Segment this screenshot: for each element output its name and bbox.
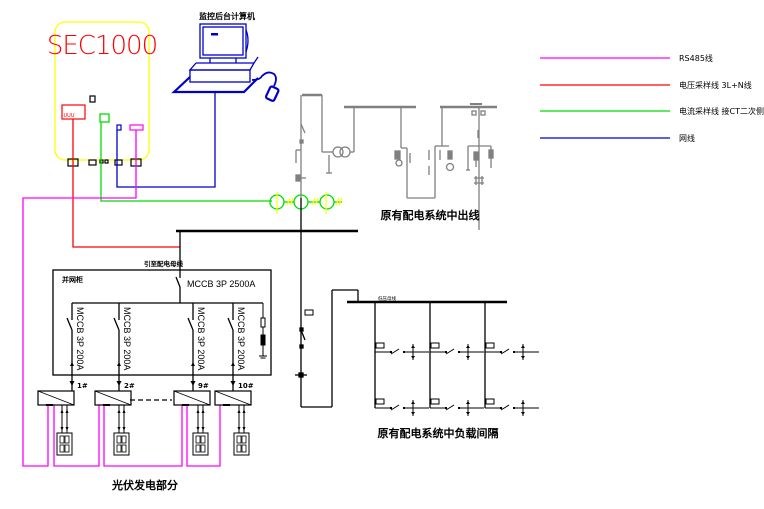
breaker-tag [375,398,385,405]
inverter-box [173,390,211,406]
legend-item-rs485: RS485线 [540,53,713,63]
pv-array-icon [113,432,130,456]
rs485-link-3[interactable] [186,405,221,467]
monitor-screen-outer [199,23,247,59]
screen-cursor-icon [211,33,218,36]
load-feeder[interactable] [484,302,539,416]
load-branch [485,398,539,416]
branch-breaker[interactable]: MCCB 3P 200A [227,303,246,385]
incoming-label: 引至配电母线 [144,259,184,268]
existing-outgoing-section [295,93,497,230]
svg-text:电压采样线 3L+N线: 电压采样线 3L+N线 [679,80,752,90]
inverter[interactable]: 10# [214,381,254,456]
breaker-tag [485,398,495,405]
grid-section-title: 原有配电系统中出线 [381,208,480,222]
legend-item-voltage: 电压采样线 3L+N线 [540,80,752,90]
svg-text:RS485线: RS485线 [679,53,713,63]
load-feeders [374,302,539,416]
branch-breaker-label: MCCB 3P 200A [236,307,246,370]
branch-breakers: MCCB 3P 200A MCCB 3P 200A MCCB 3P 200A MCCB… [66,303,246,385]
rs485-link-2[interactable] [103,405,183,467]
branch-breaker-label: MCCB 3P 200A [75,307,85,370]
load-branch [430,398,484,416]
breaker-tag [430,342,440,349]
legend: RS485线 电压采样线 3L+N线 电流采样线 接CT二次侧 网线 [540,53,764,143]
monitor-pc[interactable]: 监控后台计算机 [171,11,280,102]
inverters: 1# 2# 9# 10# [37,381,254,456]
signal-wiring [22,92,272,467]
pv-array-icon [233,432,250,456]
load-branch [485,342,539,360]
pv-section-title: 光伏发电部分 [111,478,178,492]
sec1000-controller[interactable]: SEC1000 ᑌᑌᑌ [47,21,158,167]
main-breaker-label: MCCB 3P 2500A [187,279,255,289]
breaker-tag [430,398,440,405]
surge-protector [259,303,267,359]
pc-case [189,69,251,83]
monitor-back [245,29,249,53]
network-cable[interactable] [116,92,216,188]
inverter-symbol-icon [173,390,211,406]
load-feeder[interactable] [429,302,484,416]
inverter-symbol-icon [37,390,75,406]
current-transformers [269,192,343,214]
load-branch [375,398,429,416]
breaker-tag [375,342,385,349]
keyboard-icon [171,76,259,94]
inverter-id: 10# [238,382,254,390]
load-branch [375,342,429,360]
cabinet-frame [52,269,272,376]
pv-array-icon [56,432,73,456]
branch-breaker-label: MCCB 3P 200A [122,307,132,370]
inverter-id: 9# [198,382,209,390]
inverter-box [94,390,132,406]
breaker-tag [485,342,495,349]
rs485-trunk[interactable] [22,130,137,467]
breaker-tag [304,309,314,316]
load-feeder[interactable] [374,302,429,416]
rs485-port [129,124,144,131]
legend-item-current: 电流采样线 接CT二次侧 [540,106,764,116]
svg-text:网线: 网线 [679,133,695,143]
distribution-lines [176,198,359,408]
inverter[interactable]: 9# [173,381,211,456]
current-terminal [99,113,110,123]
inverter-symbol-icon [214,390,252,406]
inverter[interactable]: 1# [37,381,88,456]
cabinet-label: 并网柜 [62,275,83,284]
inverter-box [37,390,75,406]
branch-breaker[interactable]: MCCB 3P 200A [187,303,206,385]
inverter-id: 1# [77,382,88,390]
ct-icon [319,194,335,210]
branch-breaker[interactable]: MCCB 3P 200A [66,303,85,385]
inverter-box [214,390,252,406]
voltage-sampling-line[interactable] [72,119,180,248]
branch-breaker-label: MCCB 3P 200A [196,307,206,370]
current-sampling-line[interactable] [100,122,272,202]
rs485-link-1[interactable] [53,405,100,467]
monitor-screen-inner [202,26,244,56]
mouse-cable [251,71,277,87]
controller-name: SEC1000 [47,31,157,61]
indicator-icon [89,95,96,103]
network-port [116,124,122,131]
monitor-pc-label: 监控后台计算机 [199,11,255,21]
branch-breaker[interactable]: MCCB 3P 200A [113,303,132,385]
legend-item-network: 网线 [540,133,695,143]
load-busbar-label: 低压母线 [378,295,396,302]
inverter[interactable]: 2# [94,381,135,456]
load-branch [430,342,484,360]
load-section: 低压母线 [347,295,539,416]
load-section-title: 原有配电系统中负载间隔 [378,426,499,440]
pc-case-top [188,56,259,71]
mouse-icon [264,85,280,102]
svg-text:电流采样线 接CT二次侧: 电流采样线 接CT二次侧 [679,106,764,116]
voltage-terminal-pins: ᑌᑌᑌ [64,113,75,119]
inverter-id: 2# [124,382,135,390]
pv-array-icon [192,432,209,456]
inverter-symbol-icon [94,390,132,406]
